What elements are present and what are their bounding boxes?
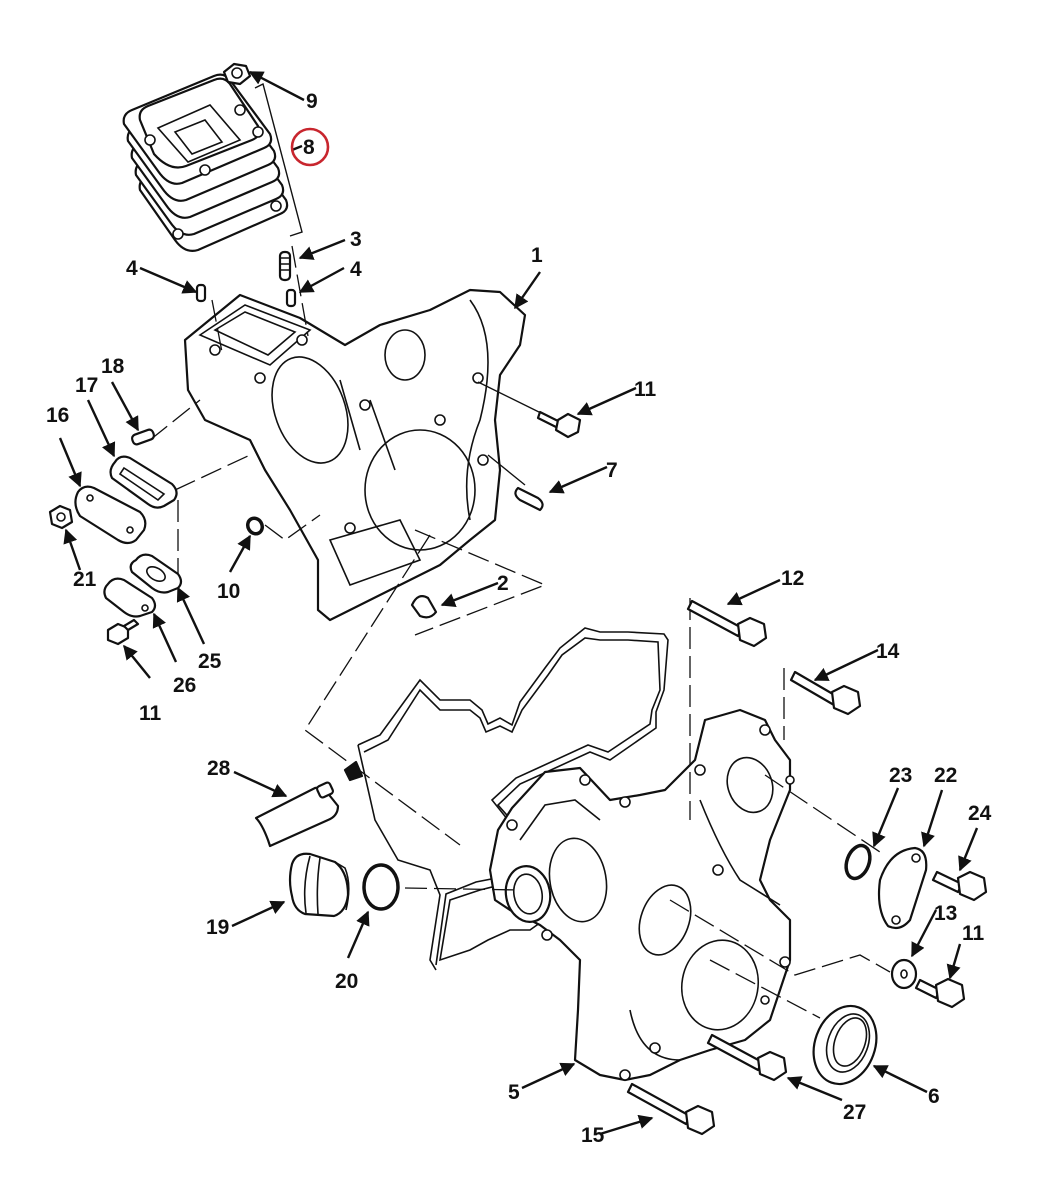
callout-18[interactable]: 18 bbox=[101, 355, 125, 378]
bolt-11-lower[interactable] bbox=[914, 977, 966, 1009]
bolt-27[interactable] bbox=[706, 1033, 788, 1082]
callout-21[interactable]: 21 bbox=[73, 568, 97, 591]
callout-9[interactable]: 9 bbox=[306, 90, 318, 113]
callout-4[interactable]: 4 bbox=[126, 257, 138, 280]
o-ring-23[interactable] bbox=[842, 842, 874, 881]
callout-23[interactable]: 23 bbox=[889, 764, 912, 787]
cover-26[interactable] bbox=[103, 577, 157, 618]
alignment-line bbox=[487, 454, 526, 486]
bolt-15[interactable] bbox=[626, 1082, 716, 1136]
callout-2[interactable]: 2 bbox=[497, 572, 509, 595]
callout-15[interactable]: 15 bbox=[581, 1124, 605, 1147]
dowel-7[interactable] bbox=[514, 486, 544, 512]
dowel-4-left[interactable] bbox=[195, 283, 207, 303]
apply-sealant-arrow-icon bbox=[343, 760, 364, 782]
alignment-line bbox=[477, 381, 546, 416]
alignment-line bbox=[404, 887, 521, 891]
nut-9[interactable] bbox=[222, 62, 252, 86]
callout-11[interactable]: 11 bbox=[634, 378, 657, 401]
front-cover[interactable] bbox=[488, 708, 795, 1082]
alignment-line bbox=[709, 959, 821, 1019]
callout-5[interactable]: 5 bbox=[508, 1081, 520, 1104]
alignment-line bbox=[211, 299, 223, 353]
callout-16[interactable]: 16 bbox=[46, 404, 69, 427]
alignment-line bbox=[304, 534, 461, 846]
alignment-line bbox=[764, 774, 881, 853]
callout-7[interactable]: 7 bbox=[606, 459, 618, 482]
callout-8[interactable]: 8 bbox=[303, 136, 315, 159]
callout-24[interactable]: 24 bbox=[968, 802, 992, 825]
callout-10[interactable]: 10 bbox=[217, 580, 240, 603]
plug-2[interactable] bbox=[410, 595, 438, 619]
alignment-line bbox=[414, 529, 547, 636]
callout-20[interactable]: 20 bbox=[335, 970, 358, 993]
callout-3[interactable]: 3 bbox=[350, 228, 362, 251]
bolt-12[interactable] bbox=[686, 599, 768, 648]
callout-12[interactable]: 12 bbox=[781, 567, 804, 590]
callout-6[interactable]: 6 bbox=[928, 1085, 940, 1108]
stud-3[interactable] bbox=[278, 250, 292, 282]
leader-arrows bbox=[58, 70, 979, 1136]
callout-11[interactable]: 11 bbox=[962, 922, 985, 945]
gasket-17[interactable] bbox=[109, 455, 178, 509]
cover-plate-22[interactable] bbox=[877, 846, 928, 930]
highlight-circle bbox=[290, 127, 330, 167]
nut-21[interactable] bbox=[48, 504, 74, 530]
dowel-4-right[interactable] bbox=[285, 288, 297, 308]
callout-28[interactable]: 28 bbox=[207, 757, 231, 780]
gasket-25[interactable] bbox=[129, 553, 183, 594]
gasket-set-bracket bbox=[254, 82, 303, 237]
alignment-line bbox=[264, 514, 321, 541]
oil-seal-6[interactable] bbox=[803, 997, 887, 1093]
callout-17[interactable]: 17 bbox=[75, 374, 98, 397]
callout-1[interactable]: 1 bbox=[531, 244, 543, 267]
alignment-line bbox=[669, 899, 891, 976]
bolt-11-upper[interactable] bbox=[536, 410, 582, 439]
callout-27[interactable]: 27 bbox=[843, 1101, 866, 1124]
oil-filler-cap-19[interactable] bbox=[288, 852, 350, 918]
callout-26[interactable]: 26 bbox=[173, 674, 196, 697]
alignment-line bbox=[174, 454, 251, 491]
filler-neck bbox=[504, 865, 552, 923]
front-housing[interactable] bbox=[183, 288, 527, 622]
washer-13[interactable] bbox=[890, 958, 918, 990]
alignment-line bbox=[149, 399, 201, 441]
cover-plate-16[interactable] bbox=[74, 485, 147, 545]
o-ring-10[interactable] bbox=[245, 516, 265, 537]
callout-22[interactable]: 22 bbox=[934, 764, 957, 787]
callout-13[interactable]: 13 bbox=[934, 902, 957, 925]
bolt-14[interactable] bbox=[789, 670, 862, 716]
callout-4[interactable]: 4 bbox=[350, 258, 362, 281]
callout-14[interactable]: 14 bbox=[876, 640, 900, 663]
sealant-tube-28[interactable] bbox=[254, 781, 340, 848]
callout-19[interactable]: 19 bbox=[206, 916, 229, 939]
stud-18[interactable] bbox=[130, 428, 156, 446]
bolt-24[interactable] bbox=[931, 870, 988, 902]
callout-25[interactable]: 25 bbox=[198, 650, 222, 673]
o-ring-20[interactable] bbox=[362, 863, 400, 911]
callout-11[interactable]: 11 bbox=[139, 702, 162, 725]
bolt-11-left[interactable] bbox=[106, 618, 140, 646]
gasket-stack[interactable] bbox=[122, 73, 289, 252]
